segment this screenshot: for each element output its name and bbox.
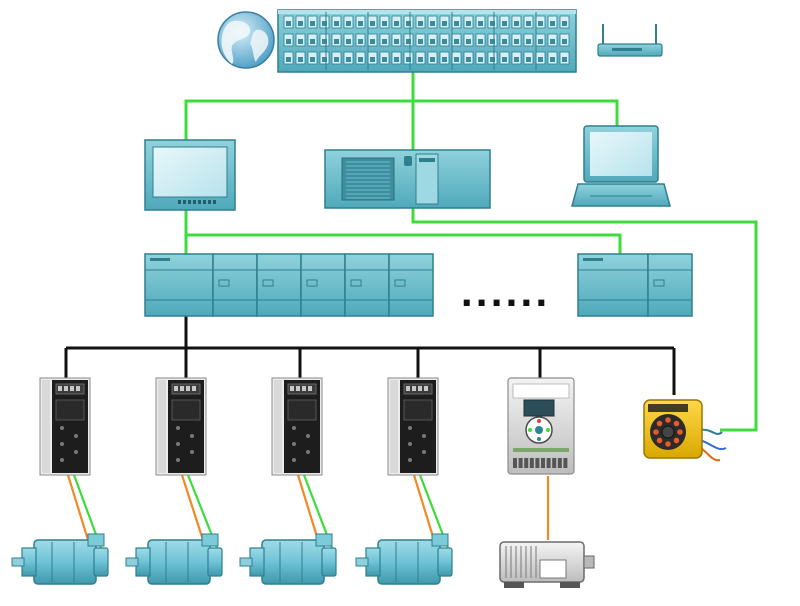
ellipsis-text: ...... bbox=[460, 275, 550, 315]
link-switch-hmi bbox=[184, 72, 415, 140]
servo-motor-3 bbox=[239, 533, 337, 585]
frequency-inverter bbox=[507, 377, 575, 475]
link-hmi-plc bbox=[184, 210, 622, 254]
core-switch bbox=[277, 9, 577, 73]
ethernet-links bbox=[184, 72, 758, 432]
servo-drive-4 bbox=[387, 377, 439, 476]
servo-motor-2 bbox=[125, 533, 223, 585]
plc-rack-main bbox=[144, 253, 434, 317]
servo-drive-3 bbox=[271, 377, 323, 476]
hmi-touch-panel bbox=[144, 139, 236, 211]
fieldbus-links bbox=[64, 316, 676, 395]
industrial-rack-pc bbox=[324, 149, 491, 209]
internet-globe-icon bbox=[217, 11, 275, 69]
servo-motor-1 bbox=[11, 533, 109, 585]
wireless-router-icon bbox=[597, 24, 663, 57]
servo-motor-4 bbox=[355, 533, 453, 585]
ac-induction-motor bbox=[499, 541, 595, 588]
plc-rack-remote bbox=[577, 253, 693, 317]
laptop-icon bbox=[571, 125, 671, 207]
link-switch-laptop bbox=[413, 99, 619, 128]
servo-drive-2 bbox=[155, 377, 207, 476]
servo-drive-1 bbox=[39, 377, 91, 476]
vision-sensor-camera bbox=[643, 399, 727, 462]
link-ipc-camera bbox=[411, 208, 758, 432]
ellipsis-more-modules: ...... bbox=[460, 275, 550, 315]
motor-cables bbox=[66, 474, 550, 549]
